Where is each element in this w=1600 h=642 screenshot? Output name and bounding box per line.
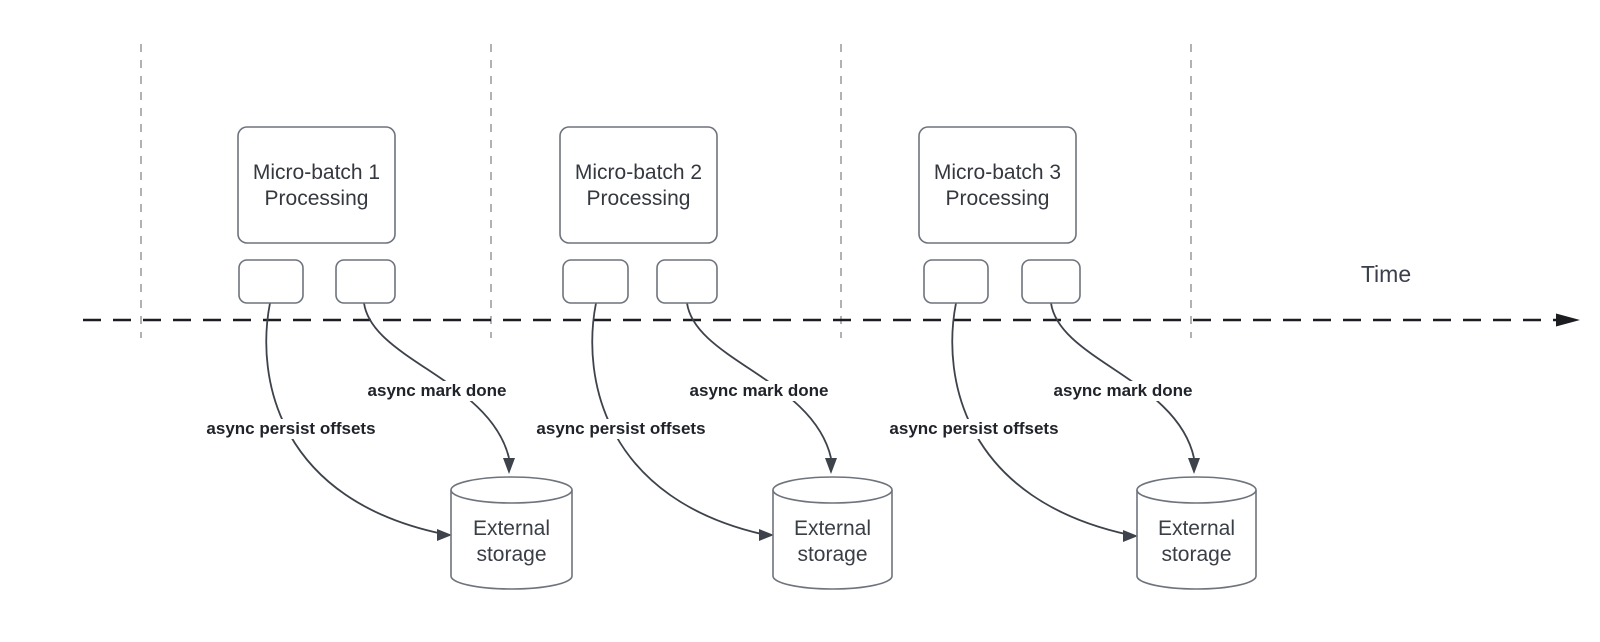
cylinder-body [450,490,573,590]
storage-label-line2: storage [797,543,867,566]
mark-done-arrowhead-icon [825,458,837,474]
commit-task-box-1 [335,259,396,304]
persist-label-bg [202,419,380,439]
offset-task-box-3 [923,259,989,304]
cylinder-top [772,476,893,504]
external-storage-cylinder-2: External storage [772,476,893,590]
persist-label-bg [885,419,1063,439]
micro-batch-2-group: Micro-batch 2 Processing async persist o… [532,126,893,590]
commit-task-box-2 [656,259,718,304]
mark-done-label-1: async mark done [368,381,507,400]
time-axis-arrowhead-icon [1556,313,1580,327]
persist-offsets-arrowhead-icon [437,529,452,541]
processing-box-1 [237,126,396,244]
time-axis-label: Time [1361,261,1411,287]
mark-done-label-3: async mark done [1054,381,1193,400]
mark-done-arrow-3 [1050,302,1195,459]
persist-offsets-label-1: async persist offsets [206,419,375,438]
cylinder-top [1136,476,1257,504]
mark-done-arrow-1 [363,302,510,459]
processing-box-label-line1: Micro-batch 1 [253,161,380,184]
mark-done-label-2: async mark done [690,381,829,400]
persist-offsets-label-2: async persist offsets [536,419,705,438]
done-label-bg [683,381,835,401]
processing-box-label-line2: Processing [946,187,1050,210]
storage-label-line2: storage [1161,543,1231,566]
external-storage-cylinder-3: External storage [1136,476,1257,590]
external-storage-cylinder-1: External storage [450,476,573,590]
processing-box-label-line1: Micro-batch 2 [575,161,702,184]
interval-guide-lines [140,44,1192,338]
processing-box-label-line2: Processing [587,187,691,210]
processing-box-label-line2: Processing [265,187,369,210]
cylinder-body [1136,490,1257,590]
time-axis: Time [83,261,1580,327]
persist-offsets-label-3: async persist offsets [889,419,1058,438]
storage-label-line1: External [473,517,550,540]
storage-label-line1: External [794,517,871,540]
done-label-bg [361,381,513,401]
offset-task-box-1 [238,259,304,304]
cylinder-top [450,476,573,504]
micro-batch-1-group: Micro-batch 1 Processing async persist o… [202,126,573,590]
cylinder-body [772,490,893,590]
mark-done-arrowhead-icon [503,458,515,474]
micro-batch-3-group: Micro-batch 3 Processing async persist o… [885,126,1257,590]
persist-offsets-arrowhead-icon [759,529,774,541]
offset-task-box-2 [562,259,629,304]
storage-label-line2: storage [476,543,546,566]
processing-box-label-line1: Micro-batch 3 [934,161,1061,184]
processing-box-2 [559,126,718,244]
processing-box-3 [918,126,1077,244]
mark-done-arrowhead-icon [1188,458,1200,474]
mark-done-arrow-2 [686,302,832,459]
storage-label-line1: External [1158,517,1235,540]
commit-task-box-3 [1021,259,1081,304]
done-label-bg [1047,381,1199,401]
persist-label-bg [532,419,710,439]
persist-offsets-arrowhead-icon [1123,530,1138,542]
